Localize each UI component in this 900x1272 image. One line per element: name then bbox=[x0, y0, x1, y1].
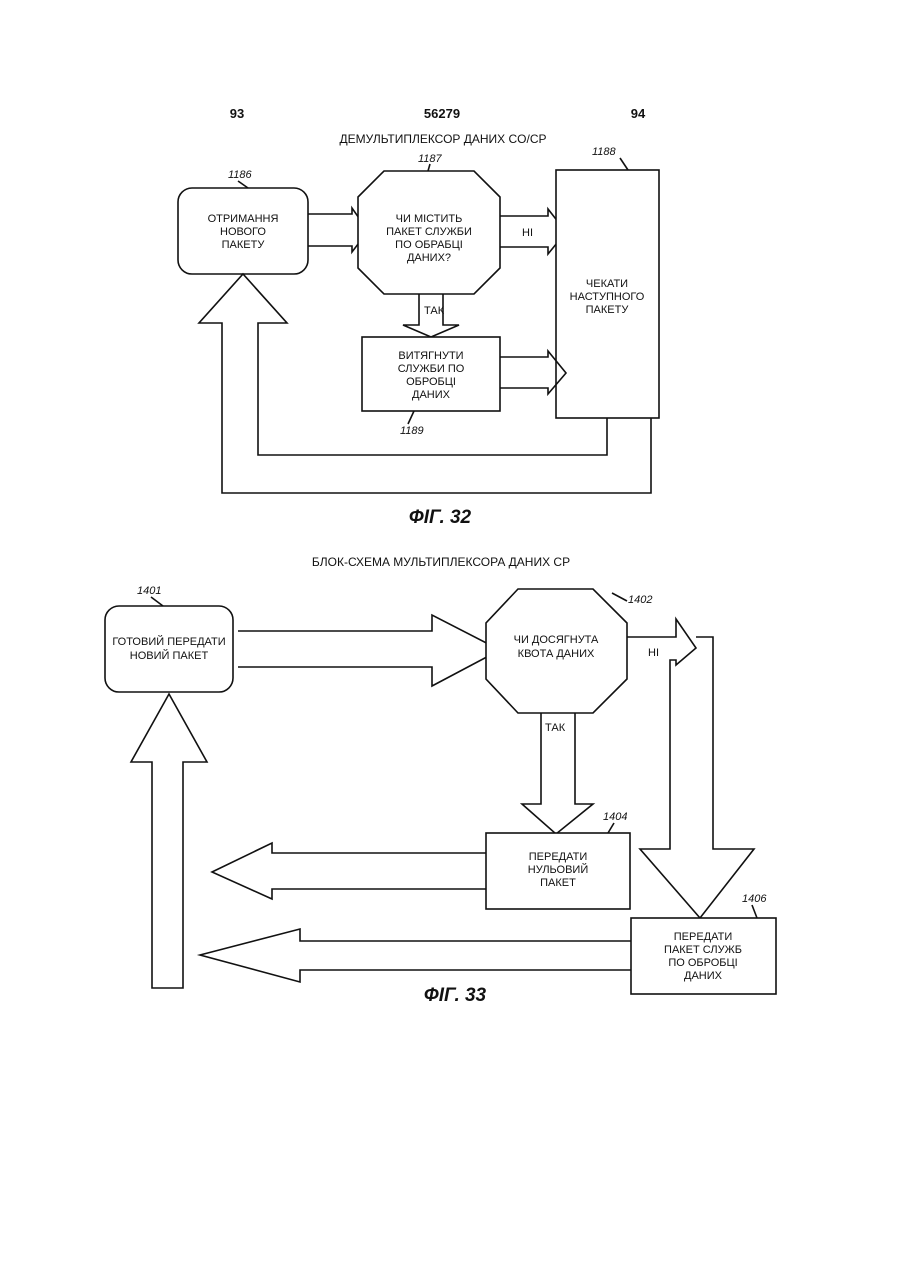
fig32-receive-packet-node: ОТРИМАННЯ НОВОГО ПАКЕТУ bbox=[178, 188, 308, 274]
fig33-null-label-3: ПАКЕТ bbox=[540, 877, 576, 889]
fig33-ref-1401: 1401 bbox=[137, 585, 161, 597]
fig32-decision-label-3: ПО ОБРАБЦІ bbox=[395, 239, 463, 251]
fig33-yes-label: ТАК bbox=[545, 722, 566, 734]
fig32-receive-label-1: ОТРИМАННЯ bbox=[208, 213, 279, 225]
fig33-no-label: НІ bbox=[648, 647, 659, 659]
fig32-ref-1186: 1186 bbox=[228, 169, 253, 181]
fig33-title: БЛОК-СХЕМА МУЛЬТИПЛЕКСОРА ДАНИХ CP bbox=[312, 555, 570, 569]
fig33-ready-label-1: ГОТОВИЙ ПЕРЕДАТИ bbox=[112, 635, 225, 648]
fig32-decision-label-4: ДАНИХ? bbox=[407, 252, 451, 264]
fig32-title: ДЕМУЛЬТИПЛЕКСОР ДАНИХ CO/CP bbox=[339, 132, 546, 146]
fig32-extract-node: ВИТЯГНУТИ СЛУЖБИ ПО ОБРОБЦІ ДАНИХ bbox=[362, 337, 500, 411]
fig33-arrow-no bbox=[627, 619, 754, 918]
patent-number: 56279 bbox=[424, 106, 460, 121]
fig33-null-label-1: ПЕРЕДАТИ bbox=[529, 851, 587, 863]
fig33-ref-1404: 1404 bbox=[603, 811, 627, 823]
fig32-caption: ФІГ. 32 bbox=[409, 507, 472, 528]
fig32-extract-label-2: СЛУЖБИ ПО bbox=[398, 363, 465, 375]
fig33-ref-1406: 1406 bbox=[742, 893, 767, 905]
fig33-null-packet-node: ПЕРЕДАТИ НУЛЬОВИЙ ПАКЕТ bbox=[486, 833, 630, 909]
fig32-decision-label-2: ПАКЕТ СЛУЖБИ bbox=[386, 226, 472, 238]
fig33-service-label-3: ПО ОБРОБЦІ bbox=[668, 957, 737, 969]
fig32-ref-1188: 1188 bbox=[592, 146, 617, 158]
fig32-decision-node: ЧИ МІСТИТЬ ПАКЕТ СЛУЖБИ ПО ОБРАБЦІ ДАНИХ… bbox=[358, 171, 500, 294]
fig32-yes-label: ТАК bbox=[424, 305, 445, 317]
fig33-service-label-2: ПАКЕТ СЛУЖБ bbox=[664, 944, 742, 956]
fig33-null-label-2: НУЛЬОВИЙ bbox=[528, 863, 588, 876]
fig32-extract-label-4: ДАНИХ bbox=[412, 389, 451, 401]
fig33-service-label-1: ПЕРЕДАТИ bbox=[674, 931, 732, 943]
fig32-extract-label-3: ОБРОБЦІ bbox=[406, 376, 456, 388]
fig33-caption: ФІГ. 33 bbox=[424, 985, 487, 1006]
fig33-arrow-null-out bbox=[212, 843, 486, 899]
fig32-decision-label-1: ЧИ МІСТИТЬ bbox=[396, 213, 463, 225]
fig33-arrow-service-out bbox=[200, 929, 631, 982]
fig33-service-packet-node: ПЕРЕДАТИ ПАКЕТ СЛУЖБ ПО ОБРОБЦІ ДАНИХ bbox=[631, 918, 776, 994]
fig32-receive-label-3: ПАКЕТУ bbox=[222, 239, 266, 251]
fig32-ref-1189: 1189 bbox=[400, 425, 424, 437]
fig33-decision-node: ЧИ ДОСЯГНУТА КВОТА ДАНИХ bbox=[486, 589, 627, 713]
page-number-left: 93 bbox=[230, 106, 244, 121]
fig33-service-label-4: ДАНИХ bbox=[684, 970, 723, 982]
fig33-decision-label-2: КВОТА ДАНИХ bbox=[518, 648, 595, 660]
fig33-ready-label-2: НОВИЙ ПАКЕТ bbox=[130, 649, 209, 662]
fig33-ready-node: ГОТОВИЙ ПЕРЕДАТИ НОВИЙ ПАКЕТ bbox=[105, 606, 233, 692]
fig32-receive-label-2: НОВОГО bbox=[220, 226, 266, 238]
fig32-wait-label-1: ЧЕКАТИ bbox=[586, 278, 628, 290]
fig33-ref-1402: 1402 bbox=[628, 594, 652, 606]
fig32-wait-label-2: НАСТУПНОГО bbox=[570, 291, 645, 303]
fig33-arrow-ready-to-decision bbox=[238, 615, 500, 686]
fig32-ref-1187: 1187 bbox=[418, 153, 443, 165]
fig32-no-label: НІ bbox=[522, 227, 533, 239]
fig32-wait-node: ЧЕКАТИ НАСТУПНОГО ПАКЕТУ bbox=[556, 170, 659, 418]
fig33-return-up-arrow bbox=[131, 694, 207, 988]
fig33-decision-label-1: ЧИ ДОСЯГНУТА bbox=[514, 634, 599, 646]
page-number-right: 94 bbox=[631, 106, 646, 121]
fig32-wait-label-3: ПАКЕТУ bbox=[586, 304, 630, 316]
fig32-extract-label-1: ВИТЯГНУТИ bbox=[398, 350, 463, 362]
